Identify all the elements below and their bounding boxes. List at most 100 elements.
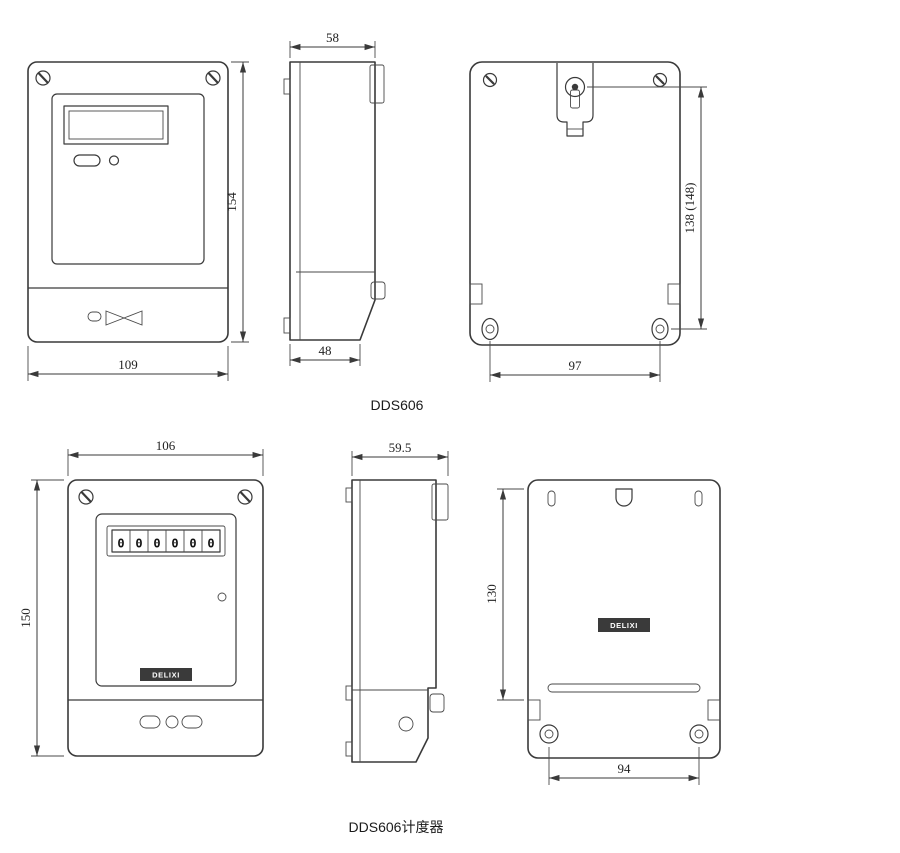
screw-slot <box>239 491 251 503</box>
lcd-window <box>68 110 164 140</box>
dds606-side-view: 58 48 <box>283 30 386 366</box>
dds606-counter-back-view: DELIXI 130 94 <box>484 479 721 785</box>
counter-digit: 0 <box>117 537 124 551</box>
dim-height-label: 150 <box>18 608 33 628</box>
screw-icon <box>205 70 221 86</box>
mount-boss <box>651 317 669 341</box>
dimension-depth-48: 48 <box>289 343 361 366</box>
button <box>73 154 101 167</box>
dimension-width-97: 97 <box>489 341 661 382</box>
screw-icon <box>35 70 51 86</box>
mount-boss <box>481 317 499 341</box>
side-notch <box>667 283 681 305</box>
brand-plate <box>598 618 650 632</box>
seal-icon <box>139 715 161 729</box>
dds606-counter-front-view: 0 0 0 0 0 0 DELIXI 106 150 <box>18 438 264 757</box>
dim-top-depth-label: 58 <box>326 30 339 45</box>
dim-mount-height-label: 138 (148) <box>682 183 697 234</box>
screw-icon <box>655 324 665 334</box>
dim-width-label: 109 <box>118 357 138 372</box>
side-profile <box>351 479 437 763</box>
seal-icon <box>105 310 143 326</box>
dim-bottom-depth-label: 48 <box>319 343 332 358</box>
clip-tab <box>283 78 291 95</box>
mount-slot <box>694 490 703 507</box>
seal-icon <box>87 311 102 322</box>
dds606-front-view: 154 109 <box>27 61 249 381</box>
keyhole-icon <box>564 76 586 98</box>
side-profile <box>289 61 376 341</box>
screw-slot <box>655 75 665 85</box>
brand-label: DELIXI <box>610 621 638 630</box>
meter-body <box>67 479 264 757</box>
dim-mount-height-label: 130 <box>484 584 499 604</box>
mount-slot <box>547 490 556 507</box>
panel-screw-icon <box>217 592 227 602</box>
dimension-depth-59.5: 59.5 <box>351 440 449 476</box>
dimension-height-154: 154 <box>224 61 249 343</box>
mounting-hook <box>556 63 594 137</box>
back-plate <box>469 61 681 346</box>
clip-tab <box>345 685 353 701</box>
dim-mount-width-label: 97 <box>569 358 583 373</box>
screw-slot <box>80 491 92 503</box>
dimension-height-138: 138 (148) <box>587 86 707 330</box>
counter-digit: 0 <box>153 537 160 551</box>
dimension-width-109: 109 <box>27 346 229 381</box>
side-notch <box>469 283 483 305</box>
screw-icon <box>78 489 94 505</box>
meter-face-panel <box>95 513 237 687</box>
hook-hole-center <box>571 83 579 91</box>
dds606-back-view: 138 (148) 97 <box>469 61 707 382</box>
clip-tab <box>283 317 291 334</box>
dim-height-label: 154 <box>224 192 239 212</box>
hanger-tab <box>369 64 385 104</box>
clip-tab <box>345 487 353 503</box>
lcd-display <box>63 105 169 145</box>
counter-digit: 0 <box>135 537 142 551</box>
figure-caption-top: DDS606 <box>371 397 424 413</box>
mount-boss <box>689 724 709 744</box>
counter-digit: 0 <box>207 537 214 551</box>
screw-icon <box>485 324 495 334</box>
mount-boss <box>539 724 559 744</box>
screw-icon <box>482 72 498 88</box>
figure-caption-bottom: DDS606计度器 <box>349 819 444 835</box>
hanger-tab <box>431 483 449 521</box>
side-notch <box>527 699 541 721</box>
dimension-width-106: 106 <box>67 438 264 476</box>
dds606-counter-side-view: 59.5 <box>345 440 449 763</box>
brand-label: DELIXI <box>152 671 180 680</box>
screw-slot <box>37 72 49 84</box>
clip-tab <box>345 741 353 757</box>
keyhole-icon <box>615 488 633 507</box>
counter-digit: 0 <box>189 537 196 551</box>
dimension-height-130: 130 <box>484 488 524 701</box>
dim-depth-label: 59.5 <box>389 440 412 455</box>
led-indicator <box>108 155 120 166</box>
screw-slot <box>485 75 495 85</box>
keyhole-slot <box>570 89 580 109</box>
terminal-tab <box>370 281 386 300</box>
dim-mount-width-label: 94 <box>618 761 632 776</box>
terminal-screw-icon <box>398 716 414 732</box>
register-frame <box>106 525 226 557</box>
screw-icon <box>652 72 668 88</box>
meter-face-panel <box>51 93 205 265</box>
meter-body <box>27 61 229 343</box>
dimension-width-94: 94 <box>548 747 700 785</box>
screw-icon <box>694 729 704 739</box>
screw-icon <box>544 729 554 739</box>
screw-icon <box>237 489 253 505</box>
screw-slot <box>207 72 219 84</box>
dimension-height-150: 150 <box>18 479 64 757</box>
dim-width-label: 106 <box>156 438 176 453</box>
vent-slot <box>547 683 701 693</box>
counter-digit: 0 <box>171 537 178 551</box>
seal-icon <box>181 715 203 729</box>
dimension-depth-58: 58 <box>289 30 376 58</box>
brand-plate <box>140 668 192 681</box>
back-plate <box>527 479 721 759</box>
